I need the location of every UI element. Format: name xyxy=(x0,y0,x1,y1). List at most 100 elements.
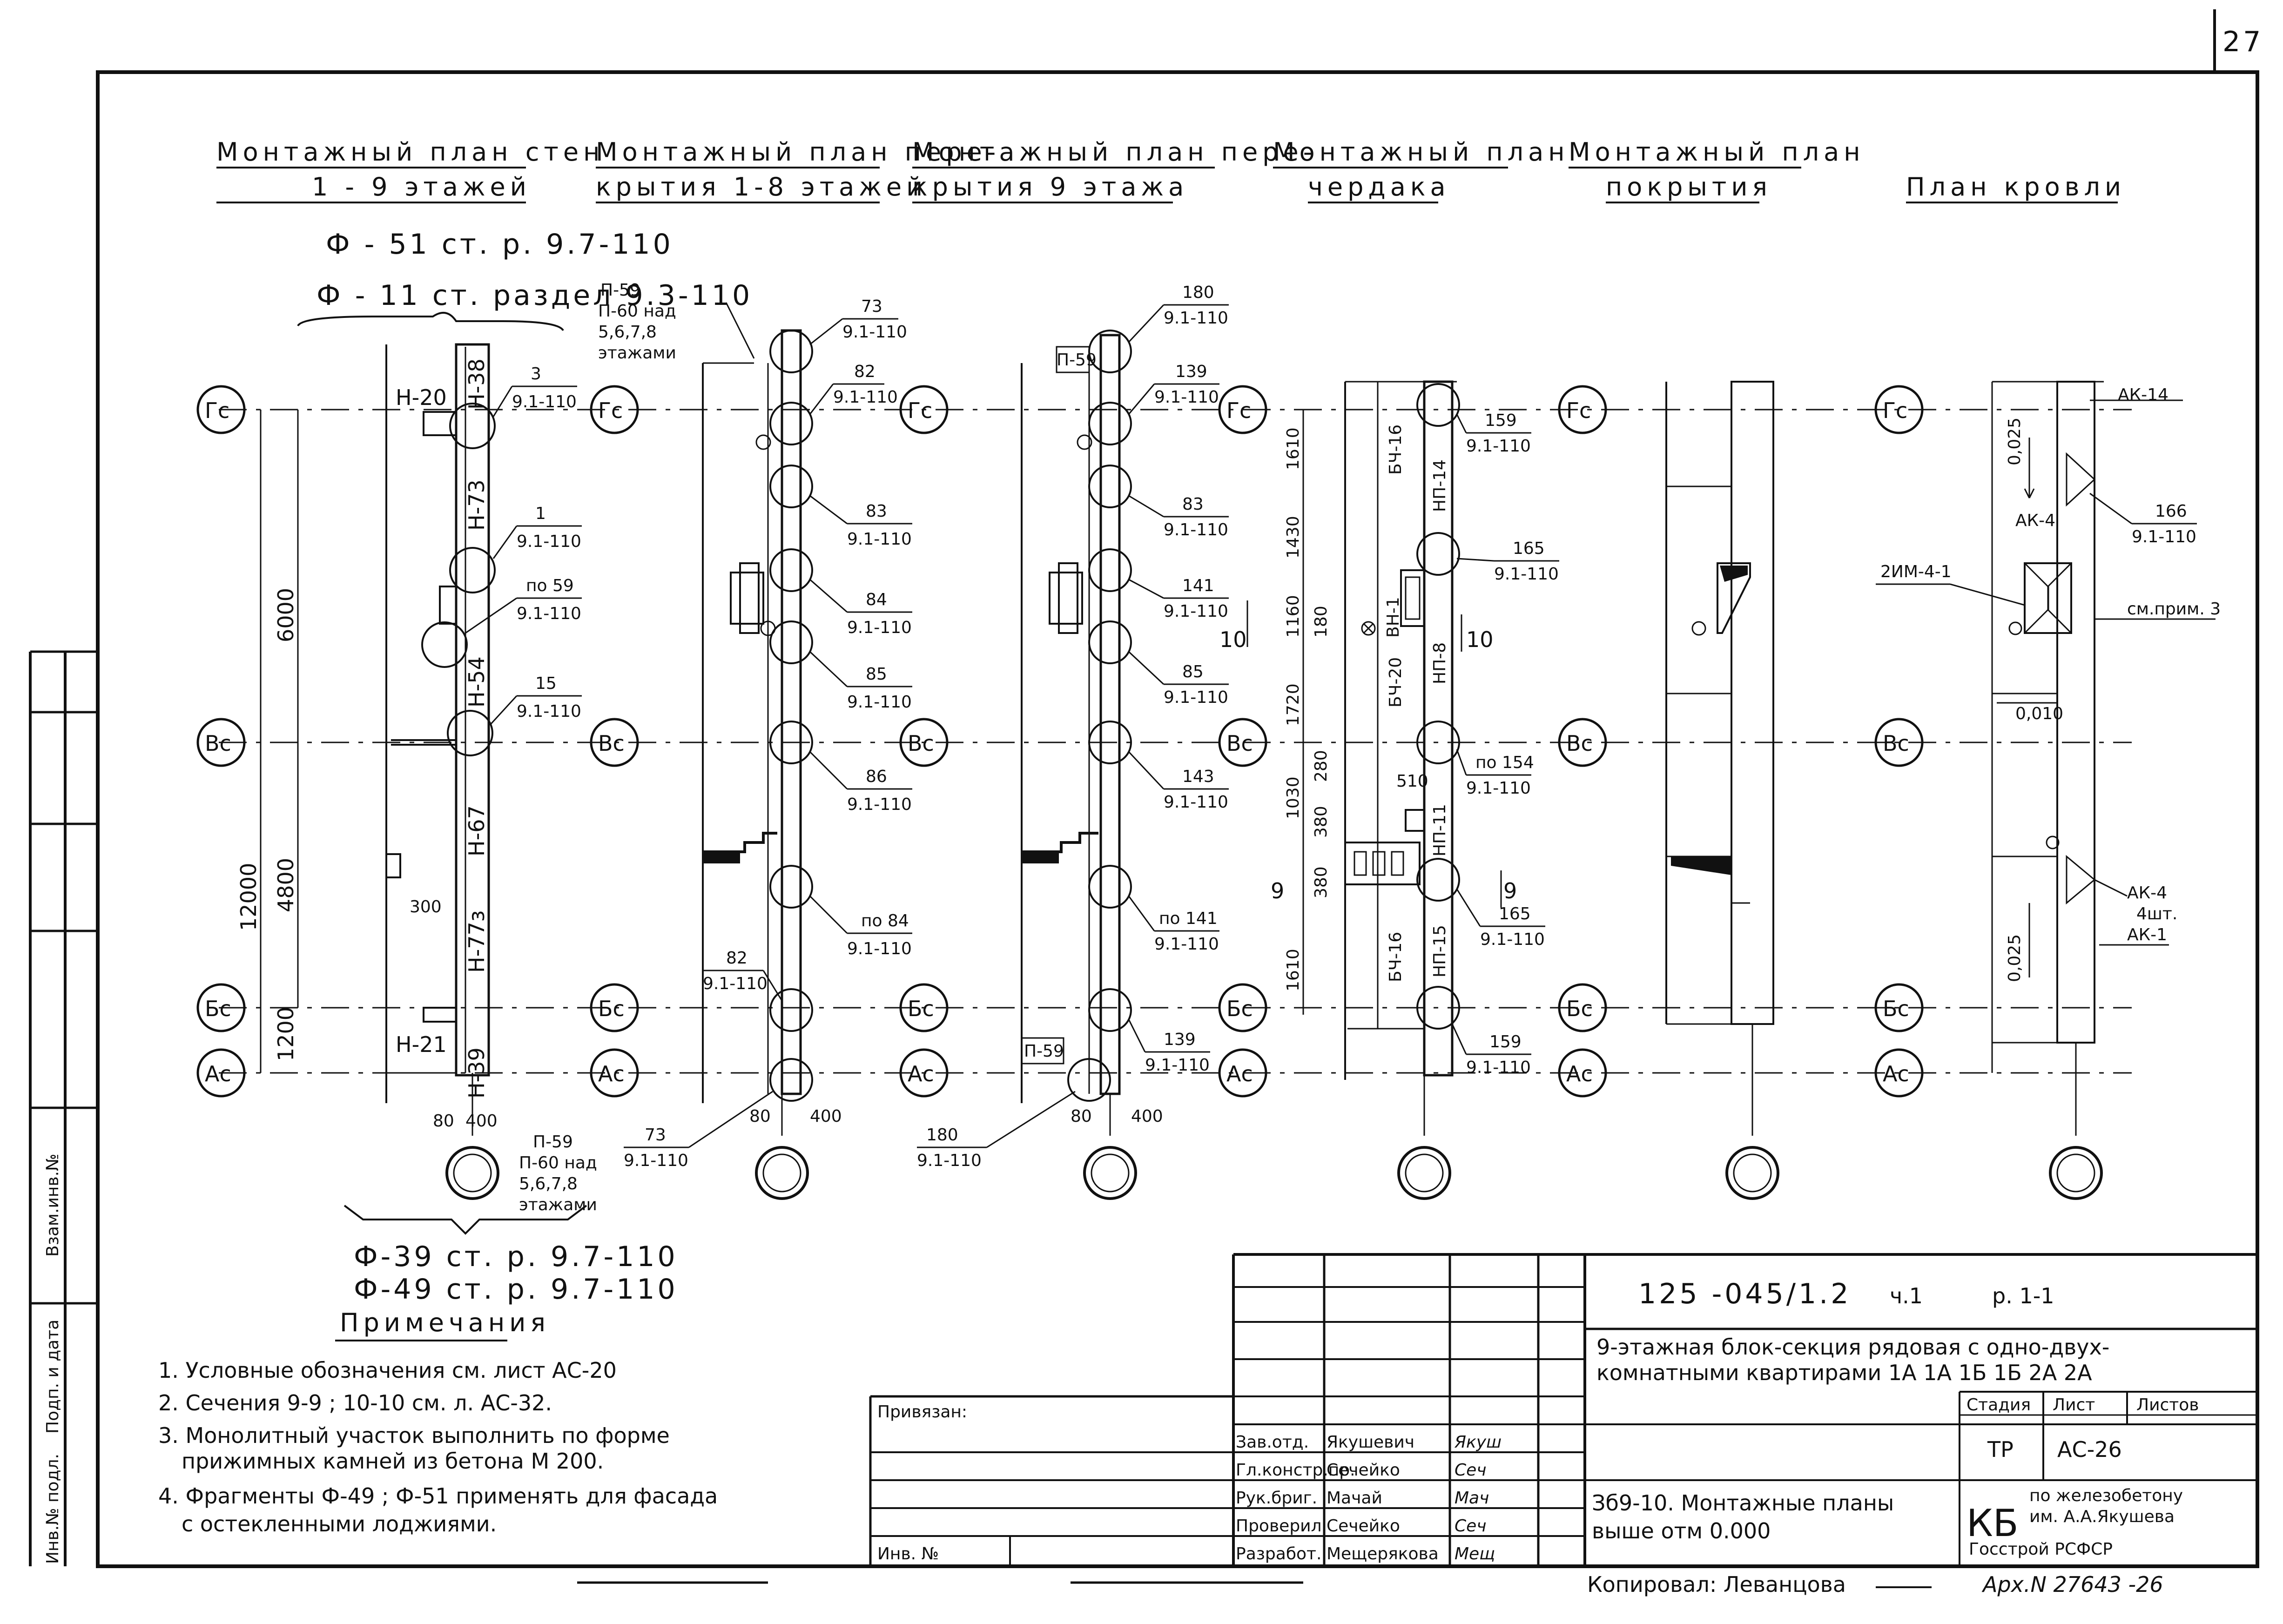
stamp-title-1: 9-этажная блок-секция рядовая с одно-дву… xyxy=(1596,1334,2109,1360)
svg-text:Вс: Вс xyxy=(1566,731,1593,756)
svg-text:Ас: Ас xyxy=(1226,1061,1253,1086)
plan3-label-p59-bottom: П-59 xyxy=(1024,1042,1064,1061)
axis-bubble-bs-5: Бс xyxy=(1558,983,1607,1032)
title-2-line1: Монтажный план пере- xyxy=(596,137,1000,167)
axis-bubble-bs-3: Бс xyxy=(899,983,949,1032)
svg-text:Вс: Вс xyxy=(1226,731,1253,756)
stamp-stage: ТР xyxy=(1987,1437,2014,1462)
axis-bubble-gs-6: Гс xyxy=(1874,385,1924,434)
attic-label-bch20: БЧ-20 xyxy=(1386,657,1405,708)
svg-text:9.1-110: 9.1-110 xyxy=(847,795,912,814)
svg-text:Бс: Бс xyxy=(1226,996,1253,1021)
svg-text:Гл.констр.пр.: Гл.констр.пр. xyxy=(1236,1461,1355,1480)
svg-text:9.1-110: 9.1-110 xyxy=(833,388,898,407)
attic-label-np15: НП-15 xyxy=(1430,925,1449,977)
axis-bubble-gs-5: Гс xyxy=(1558,385,1607,434)
svg-text:Разработ.: Разработ. xyxy=(1236,1544,1321,1563)
axis-bubble-as-4: Ас xyxy=(1218,1048,1267,1098)
roof-label-ak4b: АК-4 xyxy=(2127,883,2167,903)
label-n21: Н-21 xyxy=(396,1032,447,1057)
ref-brace-top xyxy=(297,312,564,331)
title-4-line1: Монтажный план xyxy=(1273,137,1569,167)
svg-text:9.1-110: 9.1-110 xyxy=(847,693,912,712)
svg-text:Бс: Бс xyxy=(205,996,231,1021)
svg-text:Бс: Бс xyxy=(1883,996,1909,1021)
section-mark-10: 10 xyxy=(1466,627,1494,652)
svg-text:3: 3 xyxy=(531,364,541,384)
callout-plan2-po84: по 849.1-110 xyxy=(847,911,912,958)
axis-bubble-as-3: Ас xyxy=(899,1048,949,1098)
svg-text:по 84: по 84 xyxy=(861,911,909,930)
svg-text:Ас: Ас xyxy=(1883,1061,1909,1086)
svg-text:9.1-110: 9.1-110 xyxy=(1494,565,1559,584)
title-5-line1: Монтажный план xyxy=(1569,137,1865,167)
svg-text:143: 143 xyxy=(1182,767,1214,786)
svg-text:85: 85 xyxy=(866,665,887,684)
svg-text:Ас: Ас xyxy=(908,1061,934,1086)
ref-f11: Ф - 11 ст. раздел 9.3-110 xyxy=(317,279,753,312)
svg-text:9.1-110: 9.1-110 xyxy=(512,392,577,411)
svg-text:82: 82 xyxy=(854,362,875,381)
dim-400-plan3: 400 xyxy=(1131,1107,1163,1126)
margin-label-replace: Взам.инв.№ xyxy=(43,1153,62,1257)
callout-plan2-84: 849.1-110 xyxy=(847,590,912,637)
roof-label-ak4: АК-4 xyxy=(2015,511,2055,530)
axis-bubble-vs-3: Вс xyxy=(899,718,949,767)
svg-text:Мещерякова: Мещерякова xyxy=(1327,1544,1439,1563)
svg-text:9.1-110: 9.1-110 xyxy=(1164,309,1228,328)
dim-6000: 6000 xyxy=(273,588,298,642)
section-mark-9: 9 xyxy=(1503,878,1517,903)
plan-walls: 6000 12000 4800 1200 Н-20 Н-38 Н-73 Н-54… xyxy=(236,343,597,1214)
svg-text:Вс: Вс xyxy=(205,731,231,756)
title-3-line2: крытия 9 этажа xyxy=(912,172,1188,202)
svg-text:86: 86 xyxy=(866,767,887,786)
callout-plan3-85: 859.1-110 xyxy=(1164,662,1229,707)
margin-label-signdate: Подп. и дата xyxy=(43,1320,62,1434)
svg-text:159: 159 xyxy=(1485,411,1517,430)
svg-text:Якушевич: Якушевич xyxy=(1327,1433,1414,1452)
callout-plan1-15: 159.1-110 xyxy=(517,674,582,721)
roof-label-2im: 2ИМ-4-1 xyxy=(1880,562,1952,581)
svg-text:82: 82 xyxy=(726,949,748,968)
attic-label-bch16: БЧ-16 xyxy=(1386,425,1405,475)
svg-text:Сеч: Сеч xyxy=(1455,1461,1487,1480)
svg-text:9.1-110: 9.1-110 xyxy=(1145,1056,1210,1075)
title-6: План кровли xyxy=(1906,172,2126,202)
stamp-sheet-title-2: выше отм 0.000 xyxy=(1592,1518,1771,1543)
axis-bubble-bs-2: Бс xyxy=(590,983,639,1032)
svg-text:по 141: по 141 xyxy=(1159,909,1218,928)
svg-text:139: 139 xyxy=(1175,362,1207,381)
stamp-org-3: Госстрой РСФСР xyxy=(1969,1540,2113,1559)
svg-text:Вс: Вс xyxy=(908,731,934,756)
stamp-stage-header: Стадия xyxy=(1966,1395,2031,1415)
axis-lines xyxy=(219,409,2132,1074)
roof-label-4sht: 4шт. xyxy=(2136,904,2177,923)
stamp-bound: Привязан: xyxy=(877,1402,967,1422)
svg-text:1: 1 xyxy=(535,504,546,523)
stamp-sheet: АС-26 xyxy=(2057,1437,2122,1462)
title-5-line2: покрытия xyxy=(1606,172,1772,202)
attic-label-np8: НП-8 xyxy=(1430,642,1449,684)
stamp-section: р. 1-1 xyxy=(1992,1283,2054,1308)
callout-plan2-73b: 739.1-110 xyxy=(624,1125,689,1170)
plan-covering xyxy=(1665,381,1779,1200)
svg-text:Мач: Мач xyxy=(1455,1489,1489,1508)
svg-text:9.1-110: 9.1-110 xyxy=(517,532,581,551)
svg-text:Ас: Ас xyxy=(1566,1061,1593,1086)
svg-text:Вс: Вс xyxy=(598,731,625,756)
axis-bubble-bs-4: Бс xyxy=(1218,983,1267,1032)
svg-text:Гс: Гс xyxy=(1566,398,1591,423)
svg-text:Бс: Бс xyxy=(598,996,625,1021)
svg-text:Рук.бриг.: Рук.бриг. xyxy=(1236,1489,1317,1508)
svg-text:Гс: Гс xyxy=(908,398,932,423)
